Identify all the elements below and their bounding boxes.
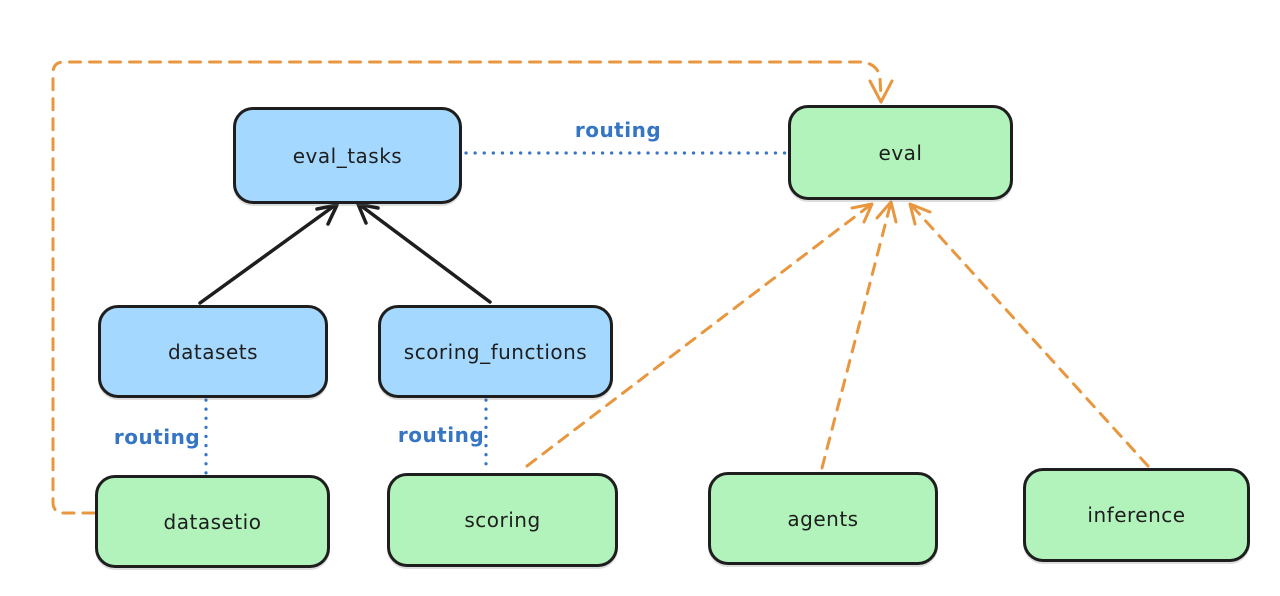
node-agents-label: agents bbox=[787, 506, 859, 531]
edge-datasetio-to-eval bbox=[51, 60, 894, 515]
node-eval-tasks-label: eval_tasks bbox=[292, 143, 403, 168]
edge-agents-to-eval bbox=[820, 200, 898, 470]
edge-inference-to-eval bbox=[908, 202, 1150, 468]
node-agents: agents bbox=[708, 472, 938, 565]
routing-label-scoring-functions-scoring: routing bbox=[397, 423, 485, 447]
node-scoring-functions-label: scoring_functions bbox=[403, 339, 588, 364]
node-eval: eval bbox=[788, 105, 1013, 200]
node-scoring-label: scoring bbox=[464, 508, 541, 532]
routing-label-datasets-datasetio: routing bbox=[113, 425, 201, 449]
node-datasetio: datasetio bbox=[95, 475, 330, 568]
edge-datasets-to-eval-tasks bbox=[198, 203, 339, 305]
edge-scoring-functions-to-eval-tasks bbox=[356, 202, 492, 304]
edge-scoring-to-eval bbox=[525, 202, 874, 468]
node-scoring: scoring bbox=[387, 473, 618, 567]
node-inference-label: inference bbox=[1087, 503, 1186, 527]
node-datasets: datasets bbox=[98, 305, 328, 398]
node-scoring-functions: scoring_functions bbox=[378, 305, 613, 398]
node-datasetio-label: datasetio bbox=[163, 509, 262, 534]
node-datasets-label: datasets bbox=[167, 339, 259, 364]
node-eval-label: eval bbox=[878, 140, 923, 165]
node-inference: inference bbox=[1023, 468, 1250, 562]
routing-label-eval-tasks-eval: routing bbox=[574, 118, 662, 142]
node-eval-tasks: eval_tasks bbox=[233, 107, 462, 204]
